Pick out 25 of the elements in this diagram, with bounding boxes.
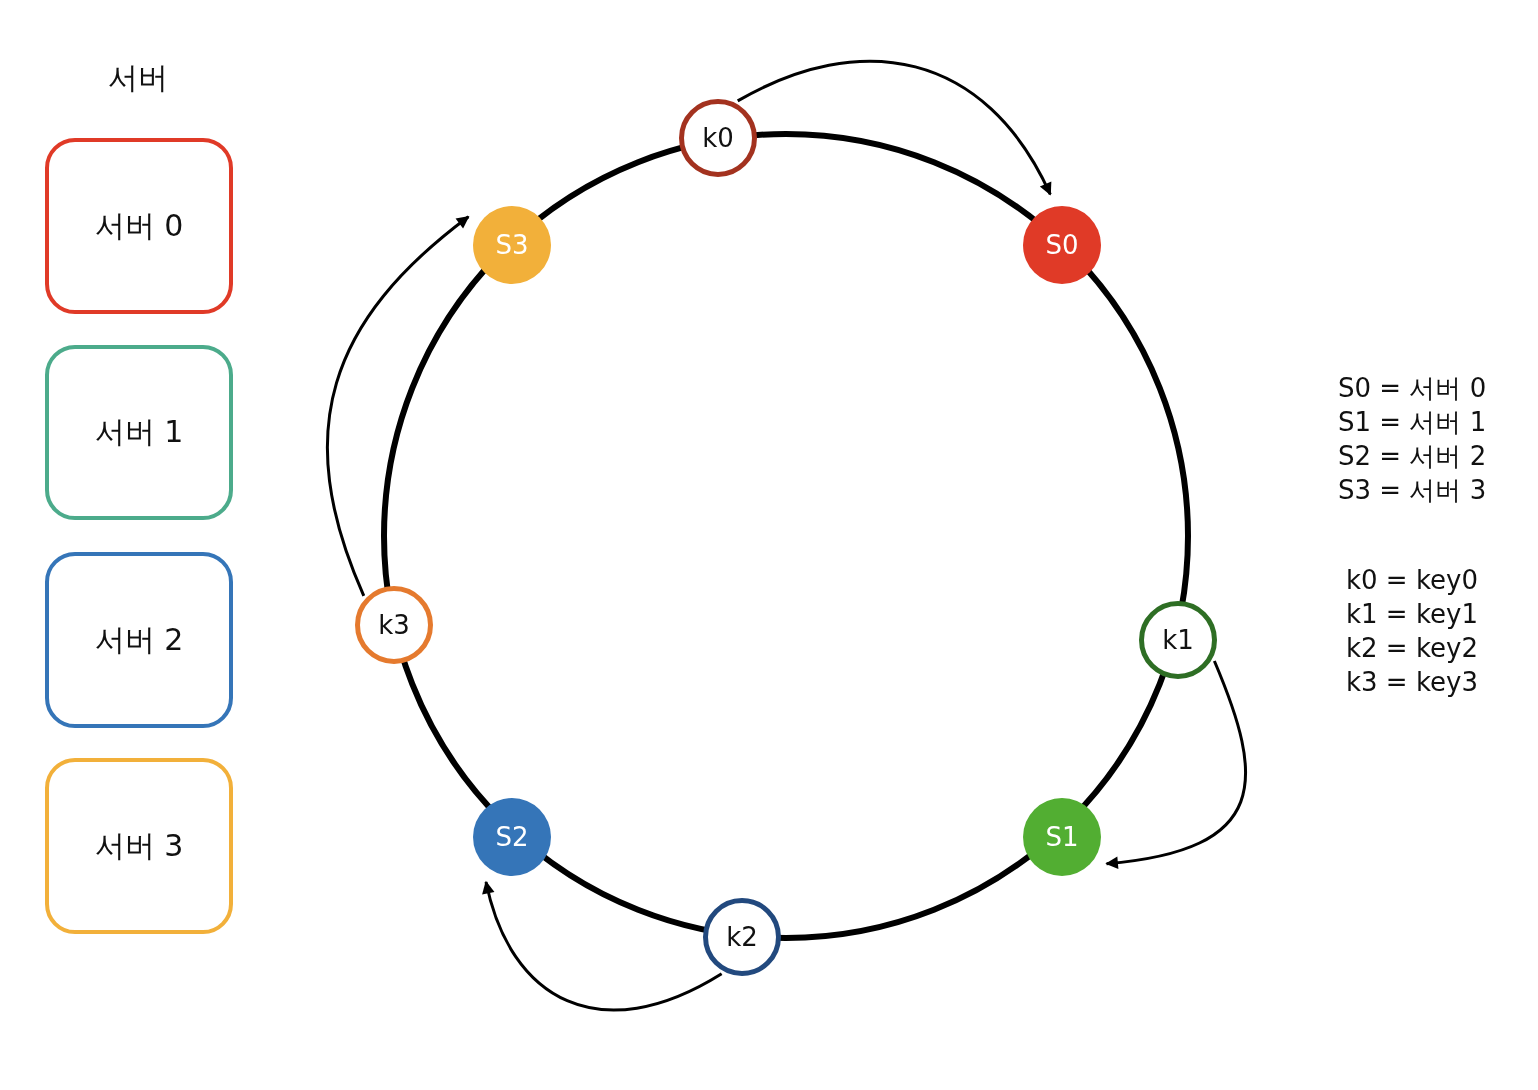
heading: 서버 xyxy=(108,58,168,97)
key-circle: k0 xyxy=(679,99,757,177)
server-circle: S2 xyxy=(473,798,551,876)
legend-text: k1 = key1 xyxy=(1346,599,1478,629)
server-box: 서버 0 xyxy=(45,138,233,314)
key-circle: k2 xyxy=(703,898,781,976)
legend-text: k2 = key2 xyxy=(1346,633,1478,663)
legend-text: S3 = 서버 3 xyxy=(1338,473,1487,507)
server-circle: S1 xyxy=(1023,798,1101,876)
legend-text: k0 = key0 xyxy=(1346,565,1478,595)
key-circle: k1 xyxy=(1139,601,1217,679)
server-box: 서버 3 xyxy=(45,758,233,934)
arrow xyxy=(1105,660,1247,869)
legend-text: S0 = 서버 0 xyxy=(1338,371,1487,405)
arrow xyxy=(325,215,470,597)
key-circle: k3 xyxy=(355,586,433,664)
server-box: 서버 1 xyxy=(45,345,233,520)
legend-text: S1 = 서버 1 xyxy=(1338,405,1487,439)
legend-text: S2 = 서버 2 xyxy=(1338,439,1487,473)
server-circle: S0 xyxy=(1023,206,1101,284)
server-circle: S3 xyxy=(473,206,551,284)
arrow xyxy=(482,880,723,1012)
server-box: 서버 2 xyxy=(45,552,233,728)
legend-text: k3 = key3 xyxy=(1346,667,1478,697)
arrow xyxy=(737,60,1052,196)
